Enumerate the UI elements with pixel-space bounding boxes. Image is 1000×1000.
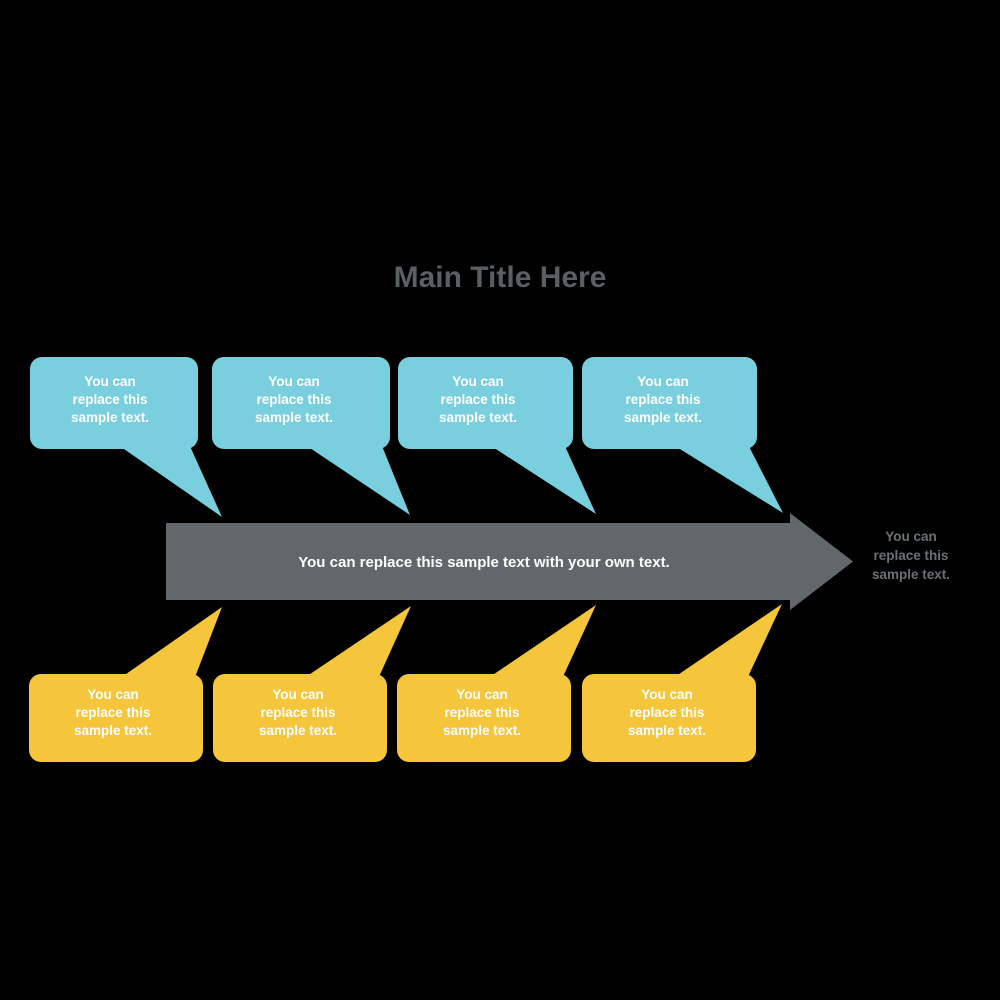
- top-callout-4-text: You can replace this sample text.: [624, 374, 702, 425]
- outcome-text: You can replace this sample text.: [872, 529, 950, 582]
- spine-arrow-shape[interactable]: [166, 513, 853, 610]
- top-callout-3-tail: [494, 448, 596, 514]
- bottom-callout-2-tail: [308, 606, 411, 675]
- bottom-callout-2-line-3: sample text.: [259, 723, 337, 738]
- bottom-callout-1-line-3: sample text.: [74, 723, 152, 738]
- top-callouts-group: You can replace this sample text. You can re…: [30, 357, 783, 517]
- bottom-callout-3-line-3: sample text.: [443, 723, 521, 738]
- bottom-callout-1-line-2: replace this: [75, 705, 150, 720]
- top-callout-1-text: You can replace this sample text.: [71, 374, 149, 425]
- top-callout-4-line-1: You can: [637, 374, 689, 389]
- top-callout-4-body[interactable]: [582, 357, 757, 449]
- bottom-callout-1[interactable]: You can replace this sample text.: [29, 607, 222, 762]
- bottom-callout-3-line-2: replace this: [444, 705, 519, 720]
- bottom-callout-4-tail: [677, 604, 782, 675]
- bottom-callout-3-body[interactable]: [397, 674, 571, 762]
- bottom-callout-4-line-1: You can: [641, 687, 693, 702]
- top-callout-2-line-2: replace this: [256, 392, 331, 407]
- outcome-line-2: replace this: [873, 548, 948, 563]
- outcome-line-1: You can: [885, 529, 937, 544]
- top-callout-1-body[interactable]: [30, 357, 198, 449]
- top-callout-2[interactable]: You can replace this sample text.: [212, 357, 410, 515]
- bottom-callout-2-line-2: replace this: [260, 705, 335, 720]
- bottom-callout-4-body[interactable]: [582, 674, 756, 762]
- top-callout-3-line-3: sample text.: [439, 410, 517, 425]
- top-callout-2-tail: [309, 448, 410, 515]
- bottom-callout-2-line-1: You can: [272, 687, 324, 702]
- bottom-callout-1-line-1: You can: [87, 687, 139, 702]
- top-callout-1-tail: [122, 448, 222, 517]
- bottom-callout-1-text: You can replace this sample text.: [74, 687, 152, 738]
- outcome-label: You can replace this sample text.: [872, 529, 950, 582]
- bottom-callouts-group: You can replace this sample text. You can re…: [29, 604, 782, 762]
- top-callout-4[interactable]: You can replace this sample text.: [582, 357, 783, 513]
- top-callout-2-body[interactable]: [212, 357, 390, 449]
- bottom-callout-3-tail: [492, 605, 596, 675]
- bottom-callout-4-line-2: replace this: [629, 705, 704, 720]
- top-callout-2-text: You can replace this sample text.: [255, 374, 333, 425]
- bottom-callout-1-body[interactable]: [29, 674, 203, 762]
- bottom-callout-3-text: You can replace this sample text.: [443, 687, 521, 738]
- bottom-callout-4-text: You can replace this sample text.: [628, 687, 706, 738]
- top-callout-1-line-1: You can: [84, 374, 136, 389]
- bottom-callout-1-tail: [124, 607, 222, 675]
- bottom-callout-3[interactable]: You can replace this sample text.: [397, 605, 596, 762]
- bottom-callout-2[interactable]: You can replace this sample text.: [213, 606, 411, 762]
- top-callout-4-tail: [678, 448, 783, 513]
- top-callout-1[interactable]: You can replace this sample text.: [30, 357, 222, 517]
- bottom-callout-3-line-1: You can: [456, 687, 508, 702]
- top-callout-3[interactable]: You can replace this sample text.: [398, 357, 596, 514]
- top-callout-2-line-1: You can: [268, 374, 320, 389]
- top-callout-1-line-3: sample text.: [71, 410, 149, 425]
- top-callout-1-line-2: replace this: [72, 392, 147, 407]
- bottom-callout-4-line-3: sample text.: [628, 723, 706, 738]
- bottom-callout-2-text: You can replace this sample text.: [259, 687, 337, 738]
- spine-label: You can replace this sample text with yo…: [298, 554, 669, 571]
- top-callout-4-line-3: sample text.: [624, 410, 702, 425]
- spine-arrow[interactable]: You can replace this sample text with yo…: [166, 513, 853, 610]
- top-callout-2-line-3: sample text.: [255, 410, 333, 425]
- top-callout-3-line-2: replace this: [440, 392, 515, 407]
- top-callout-3-line-1: You can: [452, 374, 504, 389]
- outcome-line-3: sample text.: [872, 567, 950, 582]
- bottom-callout-4[interactable]: You can replace this sample text.: [582, 604, 782, 762]
- top-callout-3-text: You can replace this sample text.: [439, 374, 517, 425]
- top-callout-3-body[interactable]: [398, 357, 573, 449]
- page-title: Main Title Here: [394, 261, 607, 294]
- bottom-callout-2-body[interactable]: [213, 674, 387, 762]
- top-callout-4-line-2: replace this: [625, 392, 700, 407]
